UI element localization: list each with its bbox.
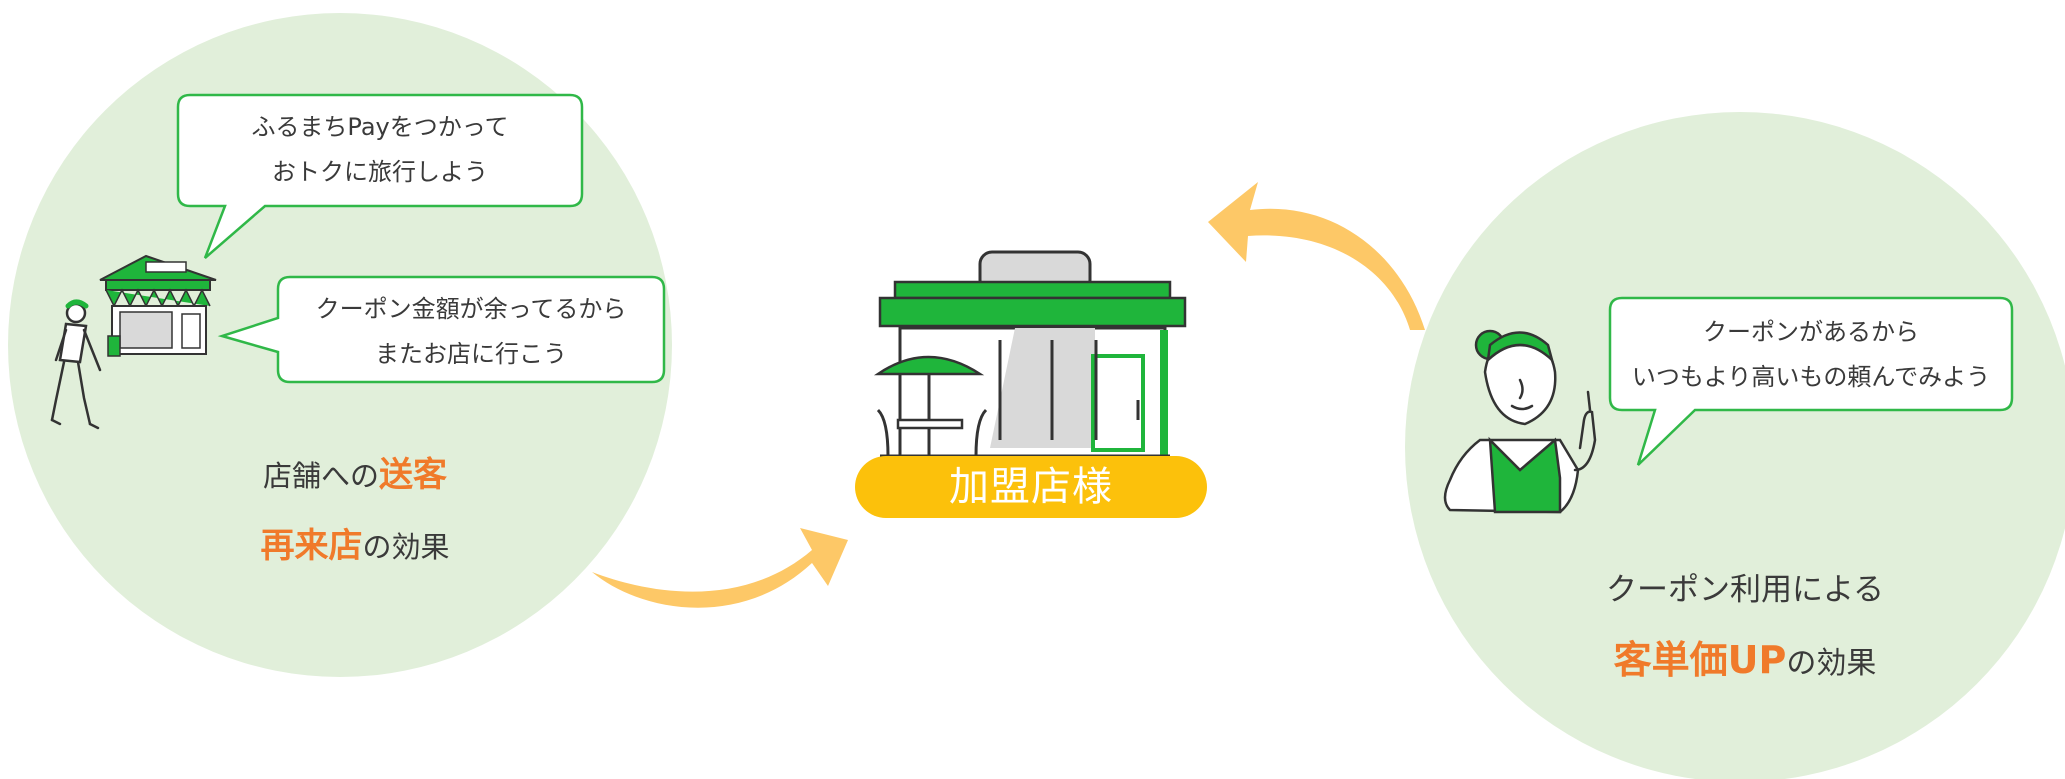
right-caption-suffix: の効果 — [1786, 646, 1876, 681]
left-caption-line2: 再来店の効果 — [175, 516, 535, 577]
bubble-right-text: クーポンがあるから いつもより高いもの頼んでみよう — [1610, 310, 2012, 400]
bubble-bottom-line1: クーポン金額が余ってるから — [278, 287, 664, 332]
bubble-right-line2: いつもより高いもの頼んでみよう — [1610, 355, 2012, 400]
left-caption-suffix: の効果 — [362, 530, 449, 564]
left-caption-line1: 店舗への送客 — [175, 445, 535, 506]
storefront-cafe-icon — [878, 252, 1185, 458]
left-caption: 店舗への送客 再来店の効果 — [175, 445, 535, 577]
store-label: 加盟店様 — [855, 456, 1207, 518]
bubble-top-text: ふるまちPayをつかって おトクに旅行しよう — [178, 105, 582, 195]
right-caption-line1: クーポン利用による — [1545, 560, 1945, 620]
curved-arrow-icon — [1208, 182, 1425, 330]
left-caption-prefix: 店舗への — [263, 459, 379, 493]
right-caption-emphasis: 客単価UP — [1614, 638, 1787, 682]
curved-arrow-icon — [592, 528, 848, 608]
right-caption: クーポン利用による 客単価UPの効果 — [1545, 560, 1945, 694]
bubble-top-line1: ふるまちPayをつかって — [178, 105, 582, 150]
left-caption-emphasis-1: 送客 — [379, 455, 447, 495]
bubble-top-line2: おトクに旅行しよう — [178, 150, 582, 195]
bubble-bottom-text: クーポン金額が余ってるから またお店に行こう — [278, 287, 664, 377]
bubble-bottom-line2: またお店に行こう — [278, 332, 664, 377]
left-caption-emphasis-2: 再来店 — [260, 526, 362, 566]
bubble-right-line1: クーポンがあるから — [1610, 310, 2012, 355]
right-caption-line2: 客単価UPの効果 — [1545, 630, 1945, 694]
